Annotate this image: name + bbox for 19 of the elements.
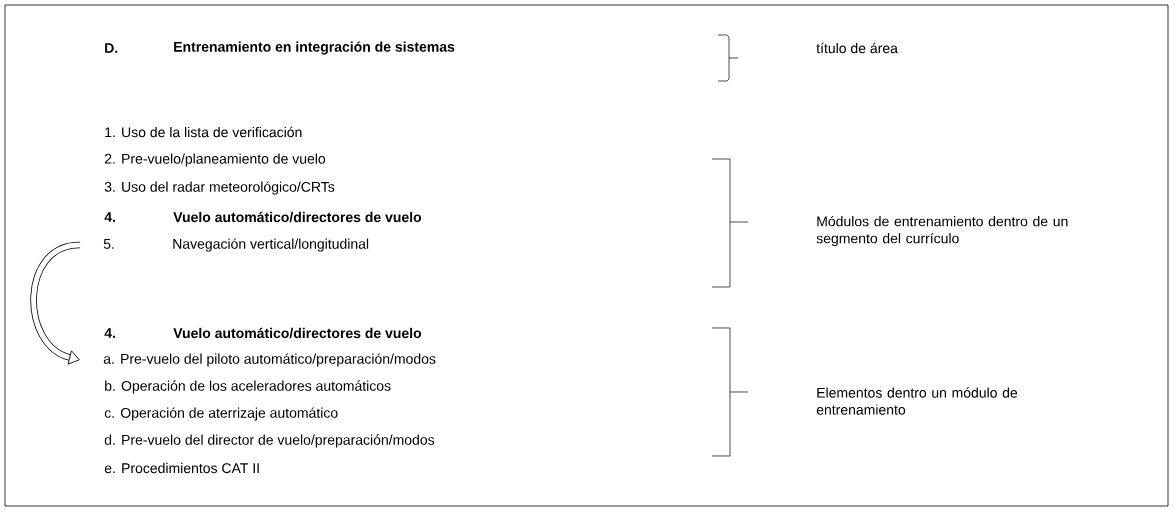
list-item: Vuelo automático/directores de vuelo [173, 211, 422, 223]
list-item: d. Pre-vuelo del director de vuelo/preparación/modos [104, 434, 435, 448]
curved-arrow [30, 241, 81, 365]
bracket-note: Módulos de entrenamiento dentro de un segmento del currículo [816, 215, 1068, 247]
list-item: c. Operación de aterrizaje automático [104, 407, 338, 421]
list-number: 4. [104, 212, 115, 222]
list-heading: Vuelo automático/directores de vuelo [173, 327, 422, 339]
list-item: a. Pre-vuelo del piloto automático/preparación/modos [103, 353, 436, 367]
section-letter: D. [105, 43, 118, 53]
list-item: 3. Uso del radar meteorológico/CRTs [104, 181, 335, 195]
list-item: 2. Pre-vuelo/planeamiento de vuelo [104, 153, 326, 167]
list-item: b. Operación de los aceleradores automáticos [105, 380, 391, 394]
section-title: Entrenamiento en integración de sistemas [174, 41, 455, 55]
bracket-note: título de área [816, 42, 898, 54]
list-item: 5. Navegación vertical/longitudinal [103, 238, 369, 252]
list-item: 1. Uso de la lista de verificación [105, 126, 302, 138]
list-item: e. Procedimientos CAT II [104, 462, 259, 474]
bracket-note: Elementos dentro un módulo de entrenamiento [816, 387, 1018, 415]
list-number: 4. [104, 328, 115, 338]
